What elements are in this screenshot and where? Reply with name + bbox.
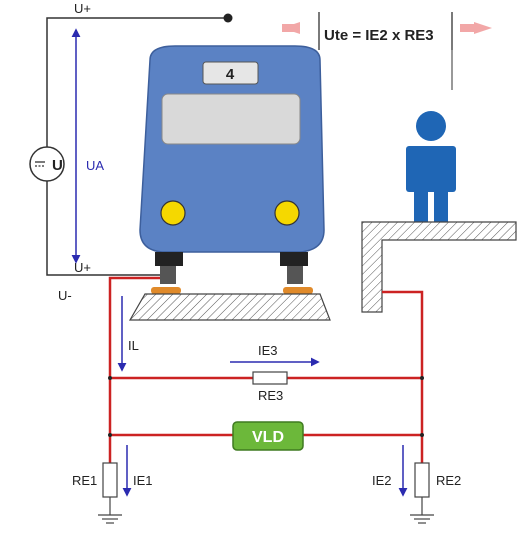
- il-label: IL: [128, 338, 139, 353]
- re3-resistor: [252, 371, 288, 385]
- re1-label: RE1: [72, 473, 97, 488]
- ua-label: UA: [86, 158, 104, 173]
- person-figure: [406, 111, 456, 222]
- re3-label: RE3: [258, 388, 283, 403]
- re2-label: RE2: [436, 473, 461, 488]
- train-number-plate: [202, 61, 259, 85]
- re2-ground-icon: [410, 514, 434, 524]
- train-number: 4: [226, 66, 235, 83]
- vld-label: VLD: [252, 429, 284, 446]
- re2-resistor: [414, 462, 430, 498]
- terminal-dot: [223, 13, 233, 23]
- source-label: U: [52, 157, 63, 174]
- right-headlight: [274, 200, 300, 226]
- platform: [361, 221, 517, 313]
- u-minus-label: U-: [58, 288, 72, 303]
- re1-ground-icon: [98, 514, 122, 524]
- ie3-label: IE3: [258, 343, 278, 358]
- re1-resistor: [102, 462, 118, 498]
- u-plus-top-label: U+: [74, 1, 91, 16]
- supply-wiring: [46, 17, 228, 276]
- train-window: [161, 93, 301, 145]
- junction-dots: [108, 376, 424, 437]
- ie1-label: IE1: [133, 473, 153, 488]
- track-bed: [128, 293, 331, 321]
- ua-arrow: UA: [71, 28, 104, 264]
- formula-text: Ute = IE2 x RE3: [324, 27, 434, 44]
- dc-source: U: [29, 146, 65, 182]
- ie2-label: IE2: [372, 473, 392, 488]
- left-headlight: [160, 200, 186, 226]
- formula-box: Ute = IE2 x RE3: [282, 12, 492, 90]
- u-plus-bottom-label: U+: [74, 260, 91, 275]
- train: 4: [139, 45, 325, 294]
- vld-device: VLD: [232, 421, 304, 451]
